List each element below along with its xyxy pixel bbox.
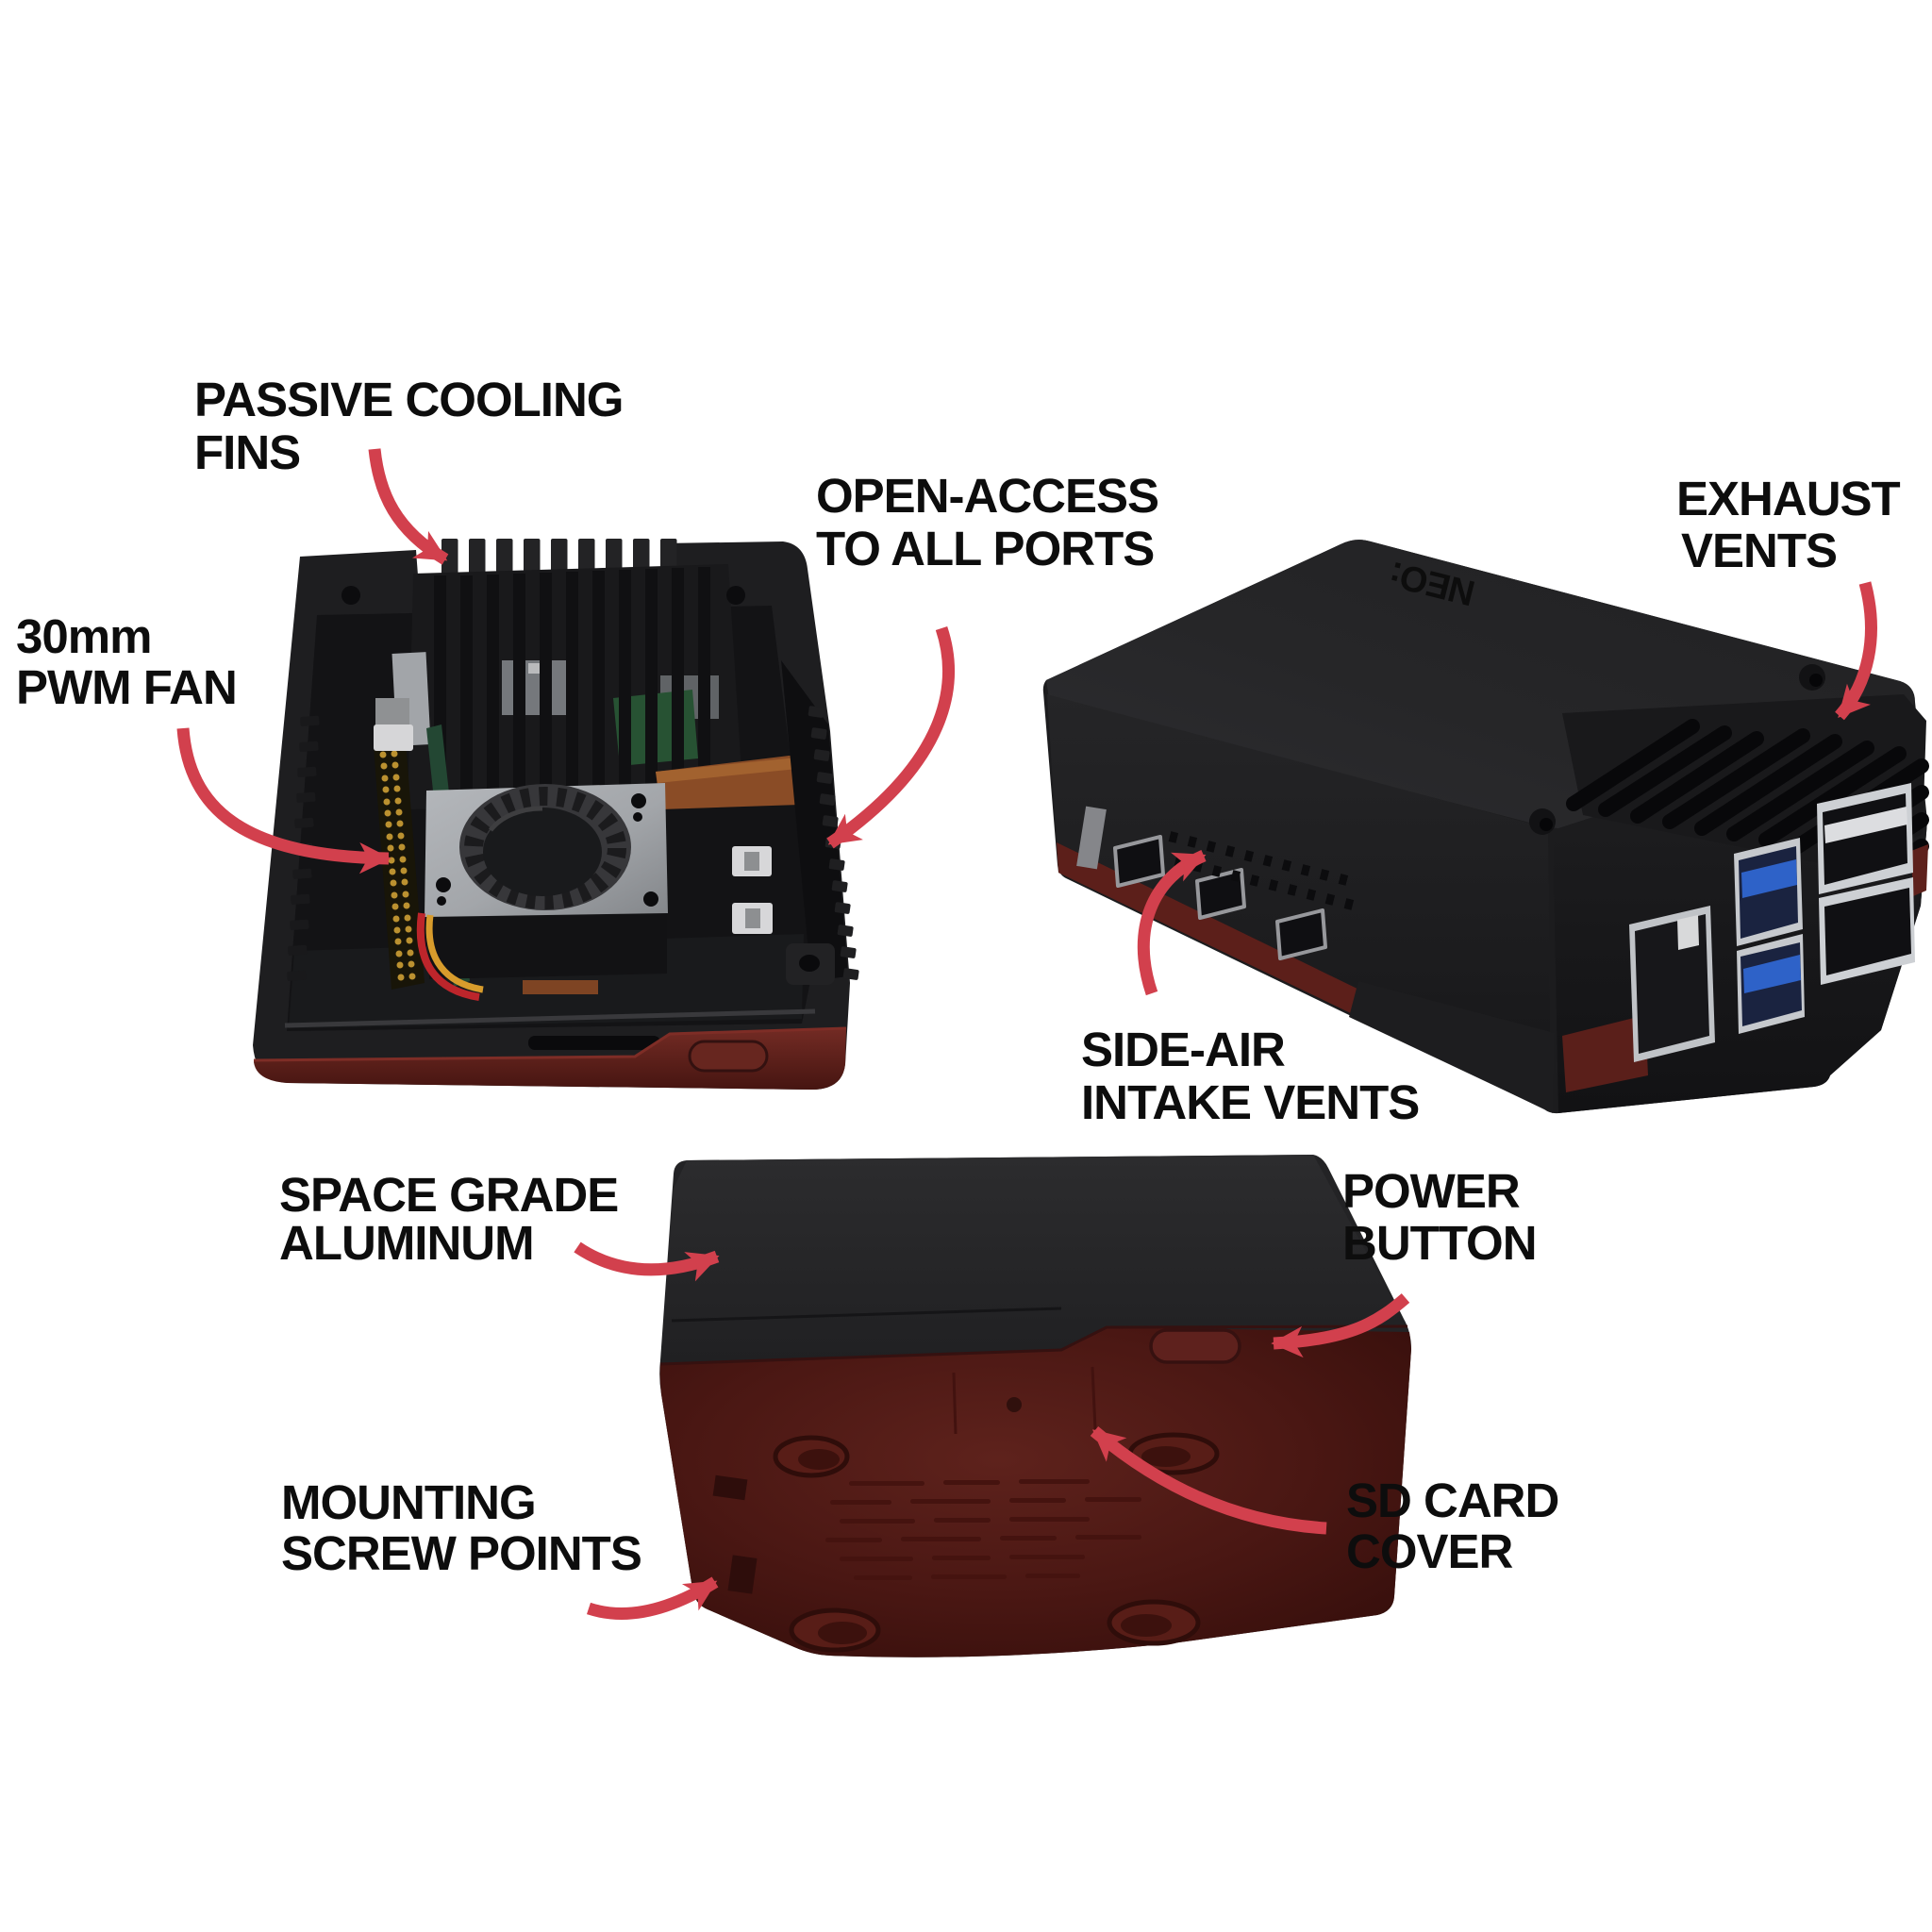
svg-text:ALUMINUM: ALUMINUM	[279, 1216, 534, 1270]
svg-text:PASSIVE COOLING: PASSIVE COOLING	[194, 373, 623, 426]
svg-text:BUTTON: BUTTON	[1342, 1216, 1537, 1270]
svg-text:OPEN-ACCESS: OPEN-ACCESS	[816, 469, 1158, 523]
svg-text:VENTS: VENTS	[1681, 524, 1837, 577]
svg-text:MOUNTING: MOUNTING	[281, 1475, 536, 1529]
svg-text:SD CARD: SD CARD	[1346, 1474, 1558, 1527]
svg-text:COVER: COVER	[1346, 1524, 1513, 1578]
svg-text:INTAKE VENTS: INTAKE VENTS	[1081, 1075, 1419, 1129]
svg-text:PWM FAN: PWM FAN	[16, 660, 237, 714]
svg-text:POWER: POWER	[1342, 1164, 1520, 1218]
svg-text:EXHAUST: EXHAUST	[1676, 472, 1901, 525]
svg-text:FINS: FINS	[194, 425, 300, 479]
svg-text:SCREW POINTS: SCREW POINTS	[281, 1526, 641, 1580]
svg-text:SIDE-AIR: SIDE-AIR	[1081, 1023, 1285, 1076]
svg-text:SPACE GRADE: SPACE GRADE	[279, 1168, 618, 1222]
svg-text:30mm: 30mm	[16, 609, 151, 663]
svg-text:TO ALL PORTS: TO ALL PORTS	[816, 522, 1154, 575]
